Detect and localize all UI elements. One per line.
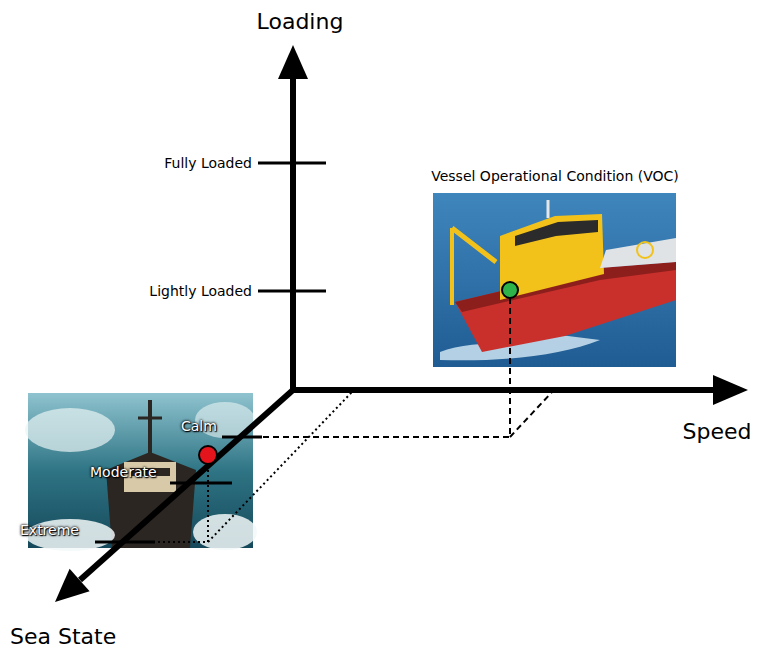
tick-label: Lightly Loaded	[149, 283, 252, 299]
tick-label: Fully Loaded	[164, 155, 252, 171]
tick-label: Moderate	[90, 464, 157, 480]
photo-caption: Vessel Operational Condition (VOC)	[431, 168, 679, 184]
storm-point	[199, 446, 217, 464]
voc-point	[502, 282, 518, 298]
axes	[55, 45, 748, 602]
axis-title: Loading	[257, 9, 344, 34]
projection-lines	[155, 298, 552, 542]
tick-label: Extreme	[20, 522, 79, 538]
vessel-photo	[433, 193, 676, 367]
axis-title: Sea State	[10, 624, 116, 649]
axis-title: Speed	[683, 419, 752, 444]
tick-label: Calm	[181, 418, 217, 434]
